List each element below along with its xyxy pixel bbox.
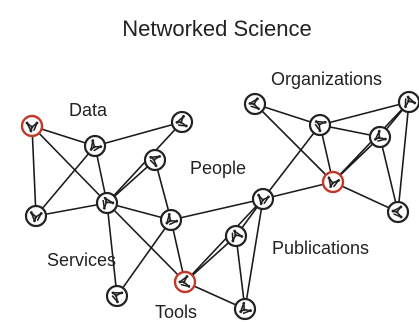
network-node-icon [224, 224, 248, 248]
edge-center-right-right-bottom [332, 181, 399, 213]
edge-mid-center-right [262, 181, 334, 200]
network-node-icon [243, 92, 267, 116]
edge-pub-top-bottom-right [235, 235, 246, 310]
edge-data-center-left-bottom [35, 145, 96, 217]
edge-tools-mid-mid [170, 198, 264, 221]
network-node-icon [386, 200, 410, 224]
network-node-icon [233, 297, 257, 321]
network-node-icon [20, 114, 44, 138]
edge-data-left-services-hub [31, 125, 108, 204]
edge-org-right-right-bottom [397, 101, 410, 213]
network-node-icon [368, 125, 392, 149]
edge-tools-mid-bottom-left [116, 219, 172, 297]
network-node-icon [173, 270, 197, 294]
network-nodes [20, 90, 419, 321]
network-edges [31, 101, 410, 310]
edge-left-bottom-services-hub [35, 202, 108, 217]
network-node-icon [397, 90, 419, 114]
network-node-icon [24, 204, 48, 228]
network-node-icon [159, 208, 183, 232]
edge-mid-org-mid [262, 124, 321, 200]
edge-tools-mid [184, 198, 264, 283]
label-data: Data [69, 100, 108, 120]
edge-org-left-center-right [254, 103, 334, 183]
network-node-icon [105, 284, 129, 308]
network-node-icon [308, 113, 332, 137]
network-node-icon [83, 134, 107, 158]
network-node-icon [170, 110, 194, 134]
edge-data-center-data-right [94, 121, 183, 147]
edge-data-left-left-bottom [31, 125, 37, 217]
diagram-title: Networked Science [122, 16, 312, 41]
network-node-icon [143, 148, 167, 172]
label-publications: Publications [272, 238, 369, 258]
network-node-icon [321, 170, 345, 194]
edge-tools-pub-top [184, 235, 237, 283]
network-node-icon [95, 191, 119, 215]
edge-org-left-org-mid [254, 103, 321, 126]
label-people: People [190, 158, 246, 178]
edge-services-hub-bottom-left [106, 202, 118, 297]
label-organizations: Organizations [271, 69, 382, 89]
edge-services-hub-tools [106, 202, 186, 283]
label-tools: Tools [155, 302, 197, 322]
label-services: Services [47, 250, 116, 270]
edge-right-mid-right-bottom [379, 136, 399, 213]
edge-org-mid-org-right [319, 101, 410, 126]
network-node-icon [251, 187, 275, 211]
edge-mid-bottom-right [244, 198, 264, 310]
